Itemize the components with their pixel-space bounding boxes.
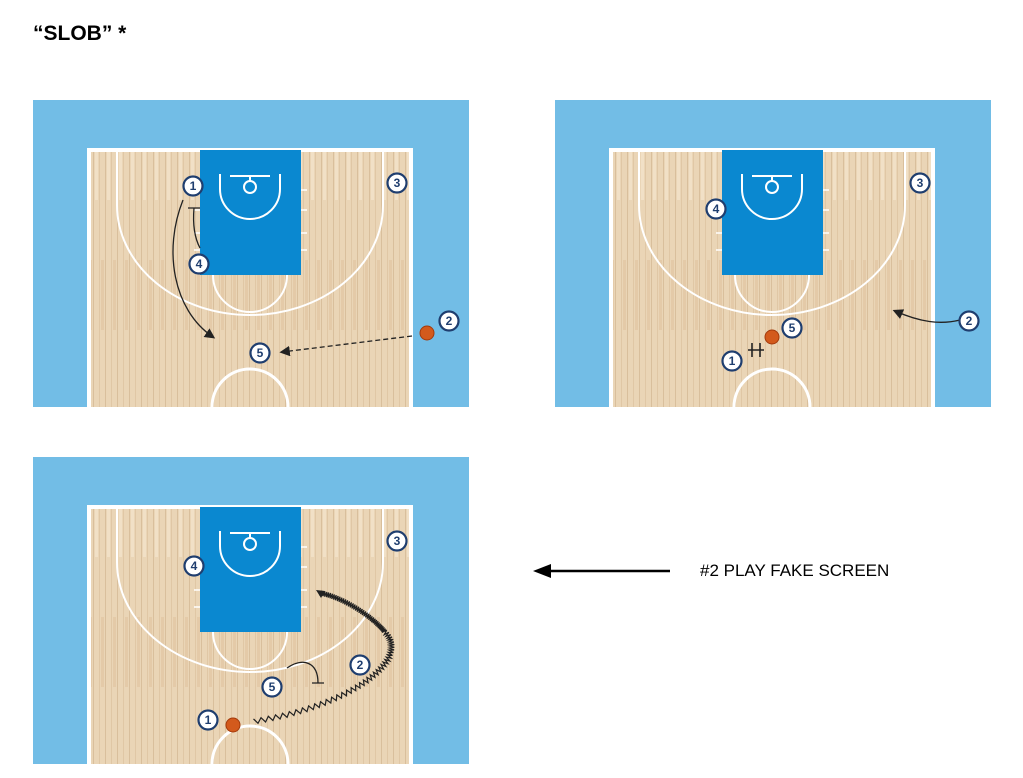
center-circle: [210, 367, 290, 407]
screen-mark: [748, 343, 764, 357]
svg-text:1: 1: [729, 354, 736, 368]
screen-path-4: [188, 207, 201, 249]
dribble-path: [253, 590, 395, 725]
ball-icon: [419, 325, 435, 341]
cut-path-1: [172, 199, 216, 339]
three-point-line: [638, 150, 906, 316]
svg-text:2: 2: [446, 314, 453, 328]
svg-text:1: 1: [190, 179, 197, 193]
ball-icon: [764, 329, 780, 345]
svg-text:4: 4: [713, 202, 720, 216]
free-throw-arc: [734, 274, 810, 313]
player-5: 5: [781, 317, 803, 339]
svg-text:1: 1: [205, 713, 212, 727]
player-5: 5: [261, 676, 283, 698]
player-3: 3: [909, 172, 931, 194]
svg-text:4: 4: [191, 559, 198, 573]
paint: [200, 150, 301, 275]
player-2: 2: [958, 310, 980, 332]
paint: [722, 150, 823, 275]
svg-text:5: 5: [789, 321, 796, 335]
left-arrow-icon: [533, 564, 670, 578]
player-2: 2: [349, 654, 371, 676]
court-diagram-2: 1 2 3 4 5: [555, 100, 991, 407]
player-1: 1: [197, 709, 219, 731]
rim: [765, 180, 779, 194]
svg-text:5: 5: [257, 346, 264, 360]
page-title: “SLOB” *: [33, 22, 127, 45]
paint: [200, 507, 301, 632]
player-1: 1: [182, 175, 204, 197]
dribble-arrowhead: [316, 590, 325, 598]
three-point-line: [116, 507, 384, 673]
svg-text:2: 2: [966, 314, 973, 328]
player-4: 4: [705, 198, 727, 220]
svg-text:3: 3: [394, 534, 401, 548]
svg-text:3: 3: [394, 176, 401, 190]
svg-text:2: 2: [357, 658, 364, 672]
player-2: 2: [438, 310, 460, 332]
restricted-arc: [219, 531, 281, 577]
rim: [243, 537, 257, 551]
free-throw-arc: [212, 274, 288, 313]
player-5: 5: [249, 342, 271, 364]
restricted-arc: [741, 174, 803, 220]
center-circle: [732, 367, 812, 407]
play-caption: #2 PLAY FAKE SCREEN: [700, 561, 890, 580]
player-4: 4: [188, 253, 210, 275]
restricted-arc: [219, 174, 281, 220]
player-3: 3: [386, 530, 408, 552]
rim: [243, 180, 257, 194]
player-3: 3: [386, 172, 408, 194]
court-diagram-1: 1 2 3 4 5: [33, 100, 469, 407]
cut-path-2: [892, 309, 961, 323]
svg-text:3: 3: [917, 176, 924, 190]
screen-path-5: [286, 661, 324, 684]
free-throw-arc: [212, 631, 288, 670]
svg-text:4: 4: [196, 257, 203, 271]
player-4: 4: [183, 555, 205, 577]
center-circle: [210, 724, 290, 764]
three-point-line: [116, 150, 384, 316]
court-diagram-3: 1 2 3 4 5: [33, 457, 469, 764]
player-1: 1: [721, 350, 743, 372]
svg-text:5: 5: [269, 680, 276, 694]
pass-path: [279, 335, 413, 357]
ball-icon: [225, 717, 241, 733]
